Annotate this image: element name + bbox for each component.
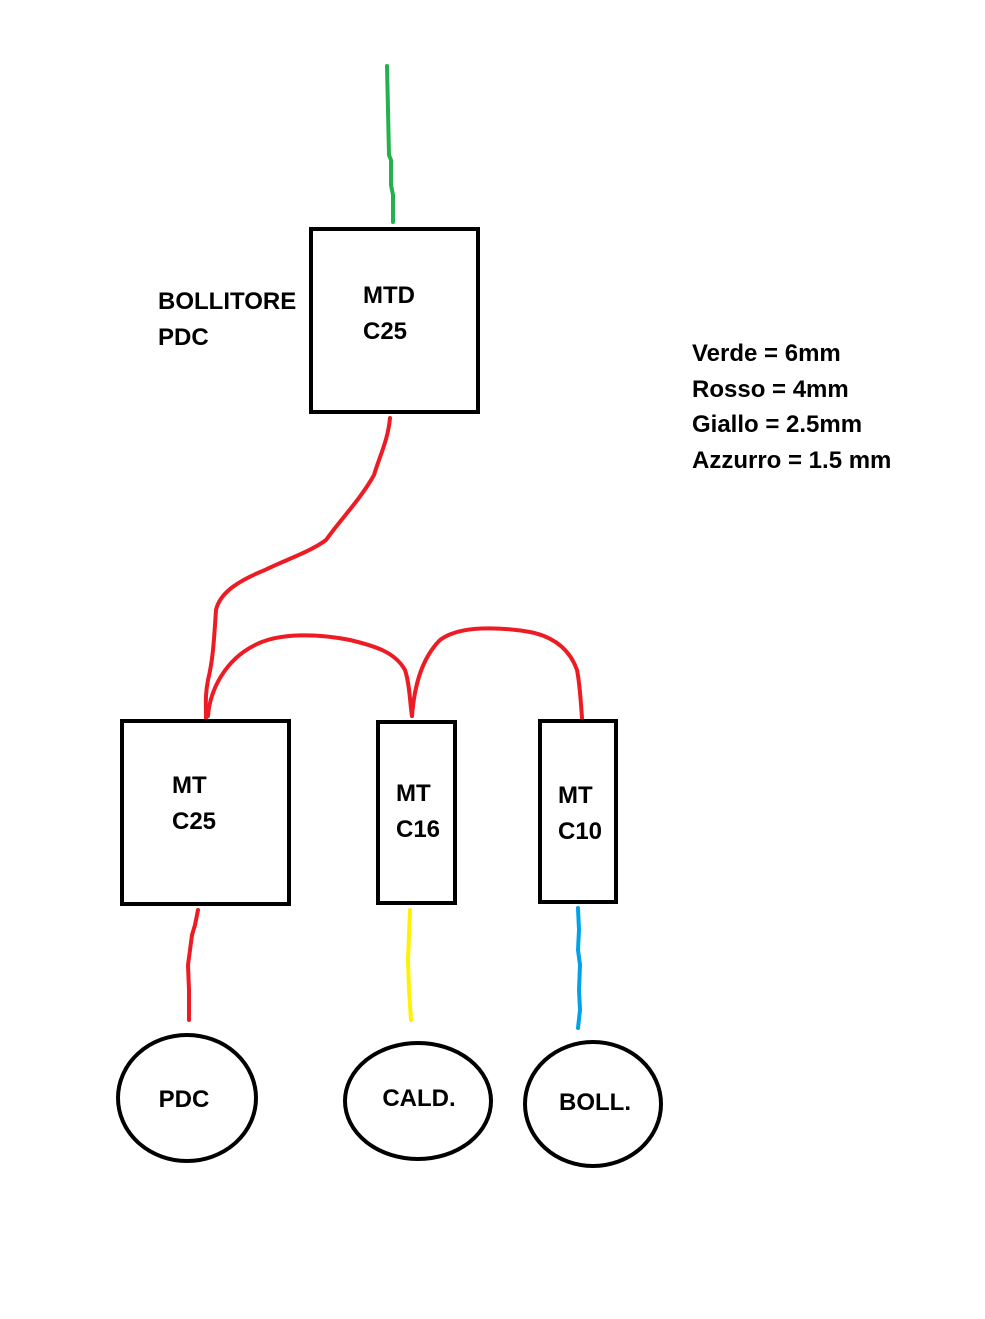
breaker-c16-line1: MT [396,780,431,807]
load-pdc-ellipse [116,1033,258,1163]
side-label-line2: PDC [158,324,209,351]
load-cald-label: CALD. [382,1085,455,1112]
yellow-wire-c16-to-cald [406,908,413,1022]
red-wire-c25-to-pdc [186,908,200,1022]
breaker-c10-line2: C10 [558,818,602,845]
red-wire-mtd-to-mt-c25 [203,416,392,720]
legend-rosso: Rosso = 4mm [692,376,849,403]
legend-verde: Verde = 6mm [692,340,841,367]
legend-azzurro: Azzurro = 1.5 mm [692,447,891,474]
main-breaker-line2: C25 [363,318,407,345]
blue-wire-c10-to-boll [576,906,582,1030]
breaker-c10-box [538,719,618,904]
red-wire-c25-to-c16 [206,633,414,718]
load-pdc-label: PDC [159,1086,210,1113]
breaker-c25-line1: MT [172,772,207,799]
legend-giallo: Giallo = 2.5mm [692,411,862,438]
breaker-c16-line2: C16 [396,816,440,843]
green-supply-wire [385,64,395,224]
load-cald-ellipse [343,1041,493,1161]
breaker-c25-box [120,719,291,906]
breaker-c25-line2: C25 [172,808,216,835]
load-boll-label: BOLL. [559,1089,631,1116]
side-label-line1: BOLLITORE [158,288,296,315]
red-wire-c16-to-c10 [410,626,584,720]
breaker-c16-box [376,720,457,905]
main-breaker-line1: MTD [363,282,415,309]
main-breaker-box [309,227,480,414]
breaker-c10-line1: MT [558,782,593,809]
load-boll-ellipse [523,1040,663,1168]
